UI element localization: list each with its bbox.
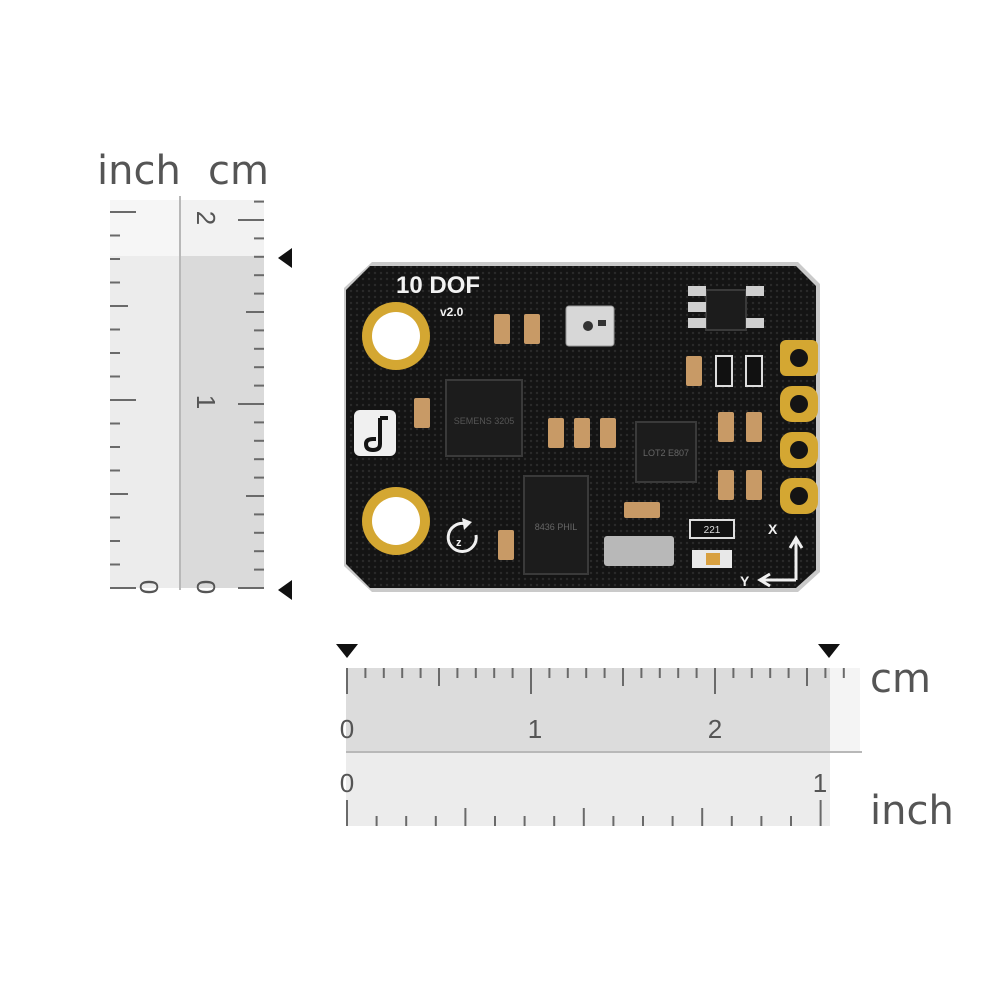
- board-title: 10 DOF: [396, 272, 480, 299]
- pin-header: [780, 340, 818, 514]
- h-inch-number-0: 0: [340, 768, 354, 798]
- h-cm-number-1: 1: [528, 714, 542, 744]
- rotation-z-icon: z: [446, 518, 478, 553]
- mounting-hole-bottom: [362, 487, 430, 555]
- chip-regulator: 8436 PHIL: [523, 475, 589, 575]
- led: [692, 550, 732, 568]
- chip-sot: [688, 286, 764, 331]
- h-marker-left: [336, 644, 358, 658]
- bottom-inch-label: inch: [870, 788, 954, 834]
- pcb-board: 10 DOF v2.0 z SEMENS 3205: [344, 262, 820, 592]
- left-inch-label: inch: [97, 148, 181, 194]
- h-cm-number-0: 0: [340, 714, 354, 744]
- horizontal-ruler: 0 1 2 0 1: [336, 644, 862, 826]
- axis-marking: [757, 535, 804, 588]
- axis-y-label: Y: [740, 573, 750, 589]
- pressure-sensor: [565, 305, 615, 347]
- axis-x-label: X: [768, 521, 778, 537]
- mounting-hole-top: [362, 302, 430, 370]
- left-cm-label: cm: [208, 148, 269, 194]
- chip-reg-text: 8436 PHIL: [535, 522, 578, 532]
- h-inch-number-1: 1: [813, 768, 827, 798]
- resistors: 221: [689, 355, 763, 539]
- brand-logo: [354, 410, 396, 456]
- v-inch-number-0: 0: [134, 580, 164, 594]
- chip-mag-text: LOT2 E807: [643, 448, 689, 458]
- h-marker-right: [818, 644, 840, 658]
- passive-components: [414, 314, 762, 566]
- v-marker-top: [278, 248, 292, 268]
- v-marker-bottom: [278, 580, 292, 600]
- bottom-cm-label: cm: [870, 656, 931, 702]
- board-version: v2.0: [440, 305, 464, 319]
- chip-magnetometer: LOT2 E807: [635, 421, 697, 483]
- h-cm-number-2: 2: [708, 714, 722, 744]
- v-cm-number-2: 2: [191, 211, 221, 225]
- v-cm-number-0: 0: [191, 580, 221, 594]
- v-cm-number-1: 1: [191, 395, 221, 409]
- chip-imu: SEMENS 3205: [445, 379, 523, 457]
- vertical-ruler: 2 1 0 0: [110, 196, 292, 600]
- chip-imu-text: SEMENS 3205: [454, 416, 515, 426]
- svg-text:z: z: [456, 537, 462, 549]
- resistor-code: 221: [704, 525, 721, 536]
